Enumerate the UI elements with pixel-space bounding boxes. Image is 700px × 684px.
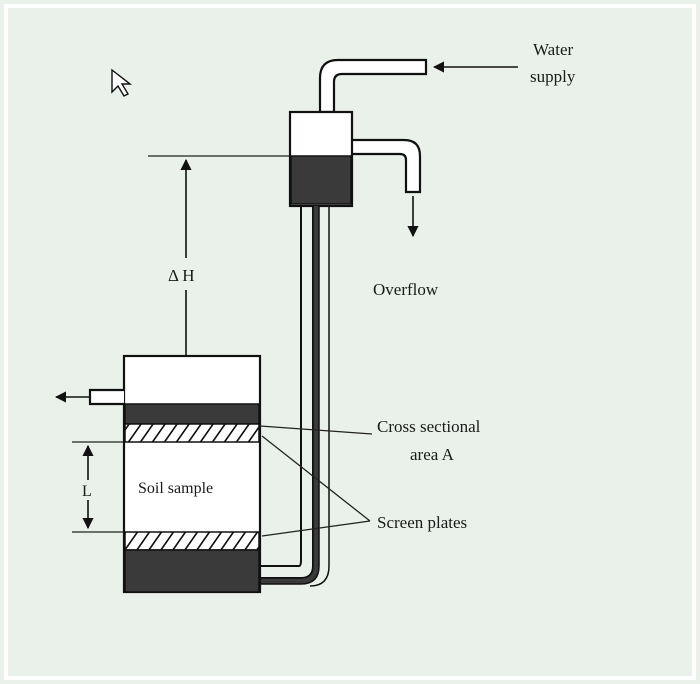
delta-h-label: Δ H <box>168 266 195 285</box>
sample-container <box>122 354 262 594</box>
water-supply-label-line1: Water <box>533 40 573 59</box>
water-supply-pipe <box>318 58 428 114</box>
cross-section-label-line1: Cross sectional <box>377 417 481 436</box>
screen-leader-bottom <box>261 520 371 537</box>
frame-edge <box>4 4 696 680</box>
screen-leader-top <box>261 435 371 522</box>
screen-plates-label: Screen plates <box>377 513 467 532</box>
constant-head-tank <box>288 110 354 208</box>
soil-sample-label: Soil sample <box>138 480 213 497</box>
length-dimension <box>72 441 124 533</box>
overflow-pipe <box>348 138 422 194</box>
water-supply-label-line2: supply <box>530 67 576 86</box>
bottom-screen-plate <box>124 531 260 551</box>
length-label: L <box>82 483 92 500</box>
top-screen-plate <box>124 423 260 443</box>
cross-section-label-line2: area A <box>410 445 455 464</box>
cross-section-leader <box>259 425 373 435</box>
outlet-spout <box>88 388 124 406</box>
cursor-arrow-icon <box>111 68 133 97</box>
overflow-label: Overflow <box>373 280 439 299</box>
